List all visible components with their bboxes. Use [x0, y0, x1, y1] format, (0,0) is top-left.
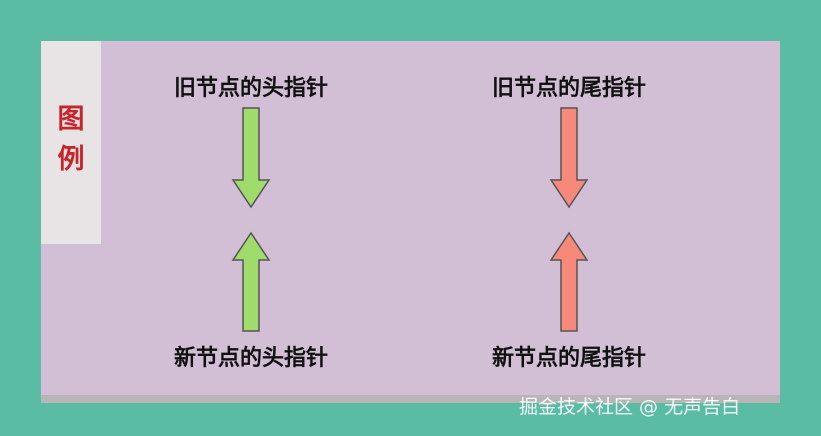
panel-shadow — [41, 395, 780, 403]
legend-panel — [41, 41, 780, 395]
old-head-label: 旧节点的头指针 — [173, 76, 328, 101]
watermark: 掘金技术社区 @ 无声告白 — [519, 396, 741, 418]
new-tail-label: 新节点的尾指针 — [491, 346, 646, 371]
new-head-arrow-icon — [231, 231, 271, 332]
new-head-label: 新节点的头指针 — [173, 346, 328, 371]
legend-title-char-2: 例 — [57, 144, 85, 175]
legend-title-char-1: 图 — [57, 104, 85, 135]
legend-title: 图 例 — [41, 100, 101, 180]
old-tail-label: 旧节点的尾指针 — [491, 76, 646, 101]
legend-tab — [41, 41, 101, 244]
old-head-arrow-icon — [231, 107, 271, 209]
new-tail-arrow-icon — [549, 231, 589, 332]
old-tail-arrow-icon — [549, 107, 589, 209]
